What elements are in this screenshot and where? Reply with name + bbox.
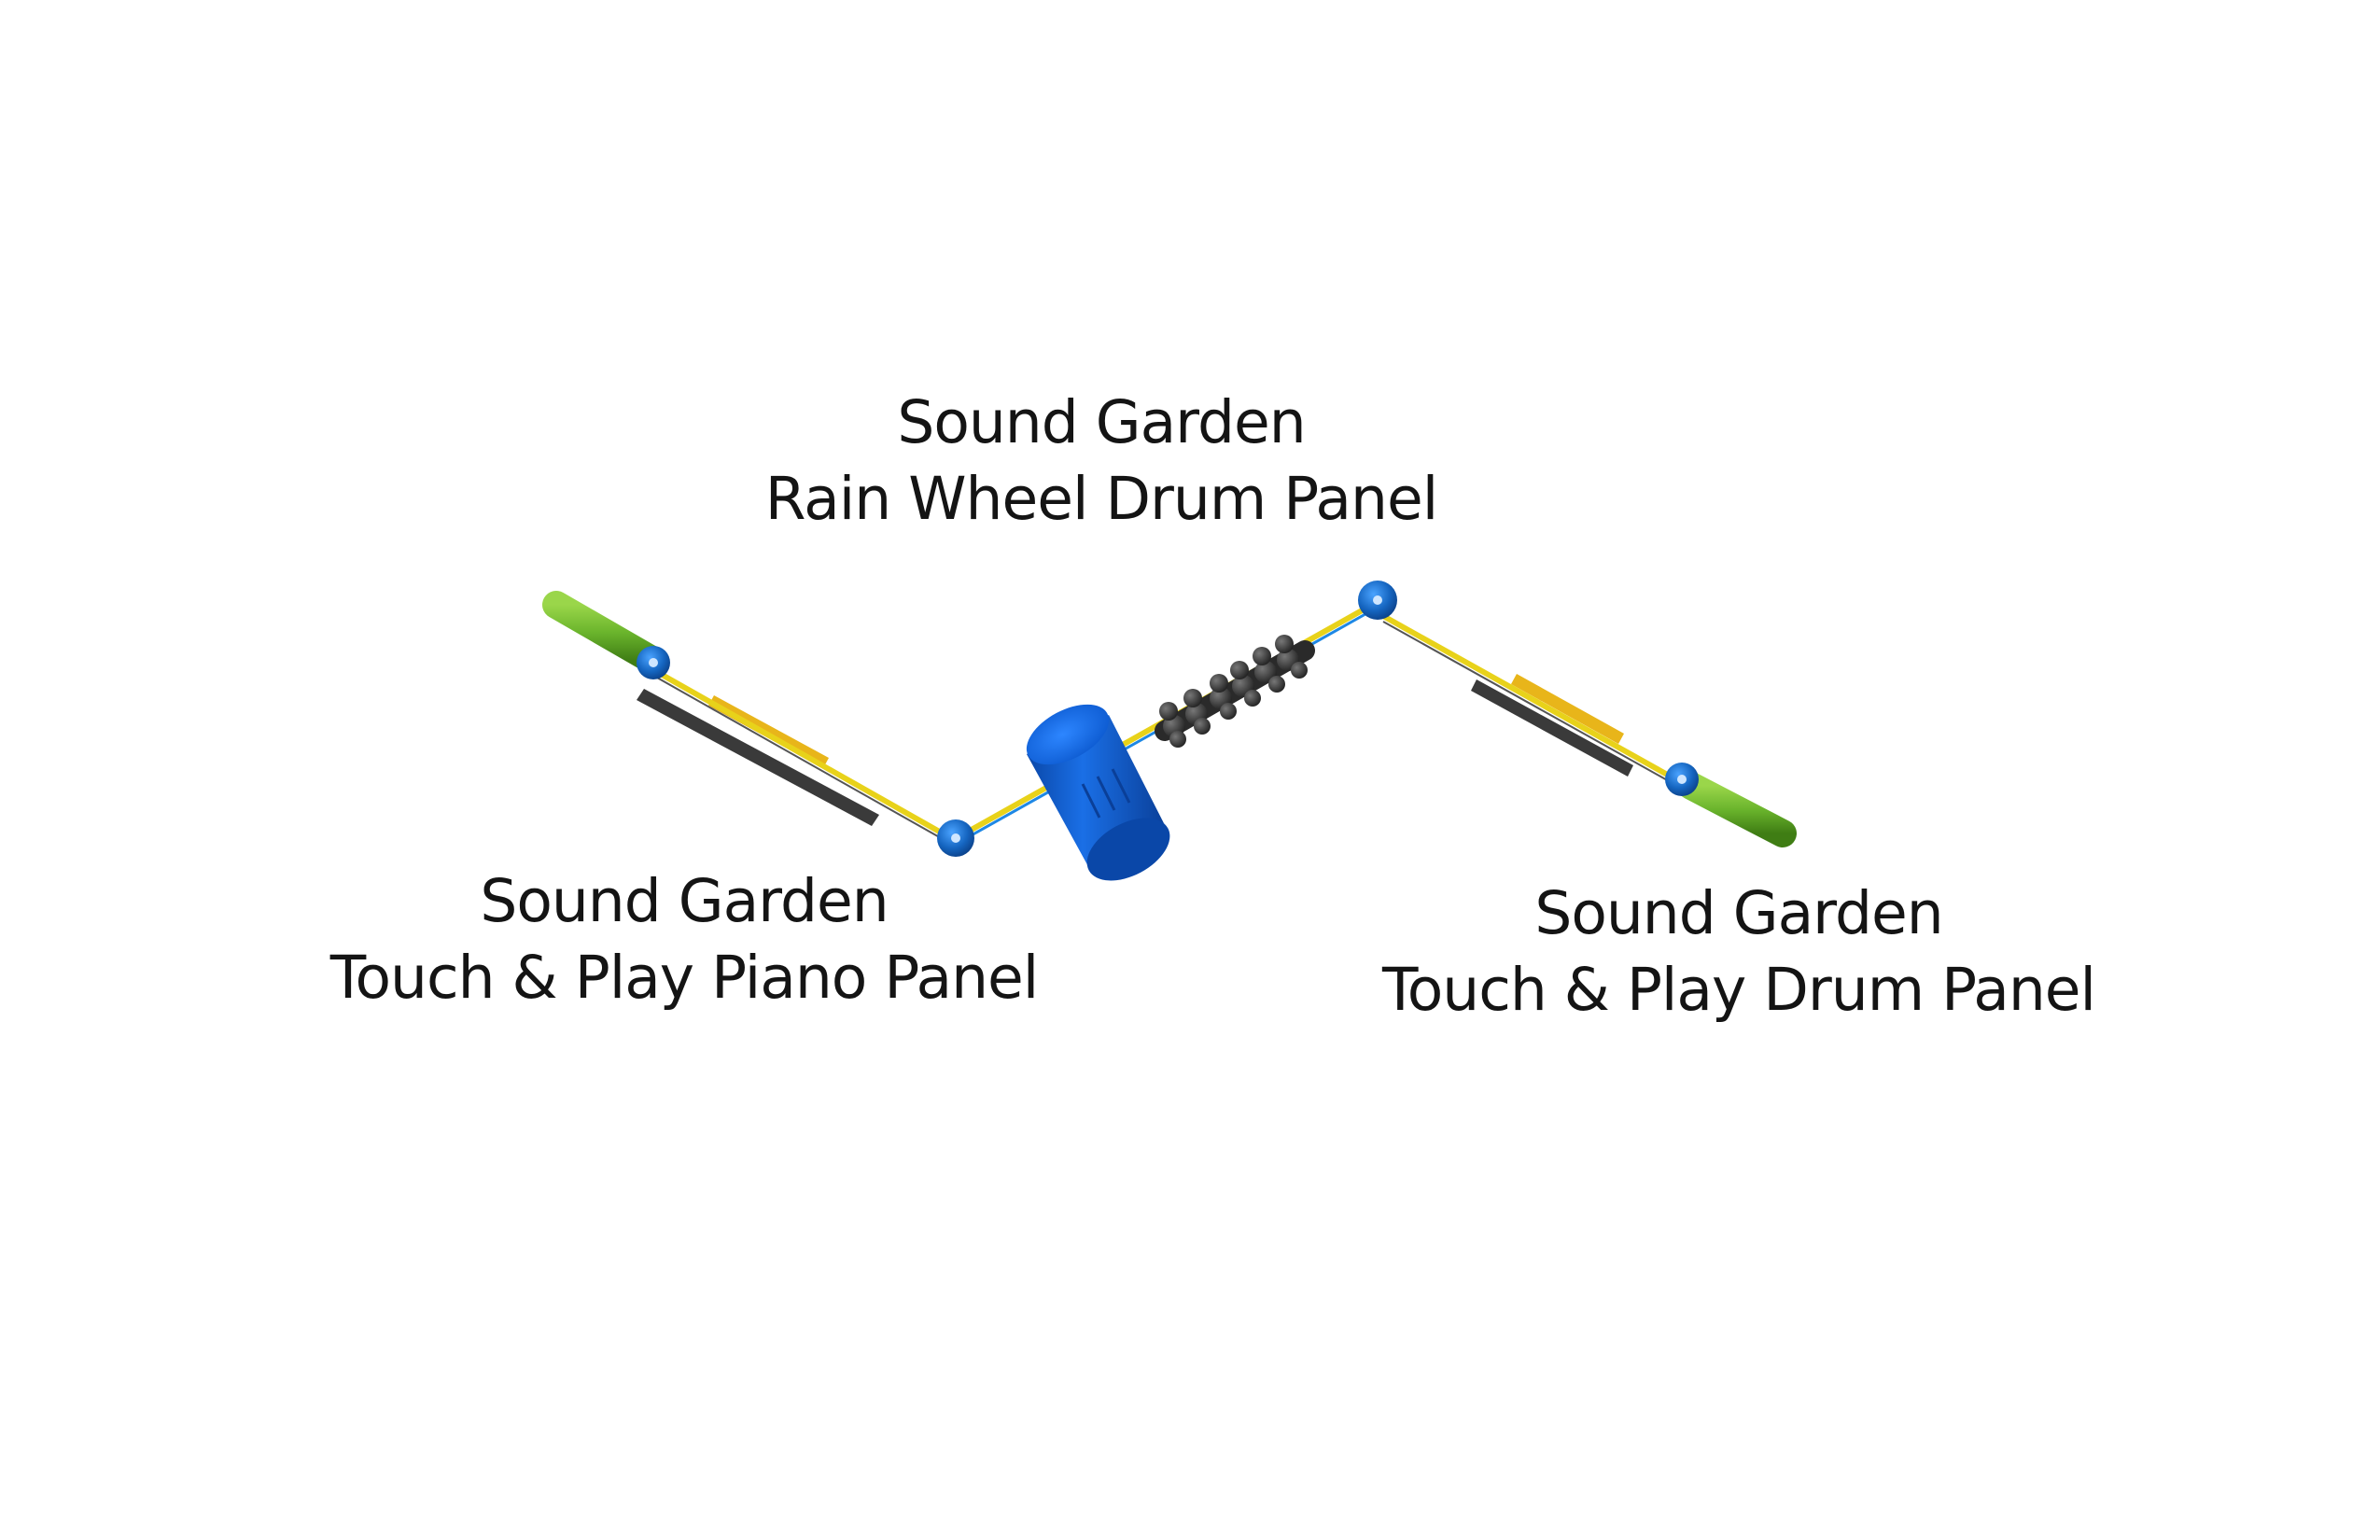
blue-post-icon <box>637 646 670 679</box>
label-line-1: Sound Garden <box>480 867 889 935</box>
drum-panel-face <box>1511 674 1624 744</box>
piano-panel-rail <box>655 669 945 836</box>
drum-panel-assembly <box>1381 613 1797 847</box>
rain-wheel-panel-assembly <box>959 602 1374 843</box>
green-tube-icon <box>542 591 667 675</box>
green-tube-icon <box>1677 772 1797 847</box>
label-line-2: Touch & Play Drum Panel <box>1381 956 2096 1024</box>
piano-panel-base <box>637 689 879 826</box>
touch-play-piano-panel-label: Sound Garden Touch & Play Piano Panel <box>329 863 1040 1016</box>
blue-post-icon <box>1358 581 1397 620</box>
blue-post-icon <box>937 819 974 857</box>
label-line-2: Touch & Play Piano Panel <box>329 944 1040 1012</box>
drum-panel-base <box>1471 679 1633 777</box>
label-line-1: Sound Garden <box>897 388 1306 456</box>
piano-panel-assembly <box>542 591 945 840</box>
drum-panel-rail <box>1381 613 1673 779</box>
blue-drum-icon <box>1026 704 1170 881</box>
blue-post-icon <box>1665 763 1699 796</box>
label-line-1: Sound Garden <box>1534 879 1943 947</box>
piano-panel-edge <box>656 677 944 840</box>
rain-wheel-icon <box>1155 635 1315 748</box>
touch-play-drum-panel-label: Sound Garden Touch & Play Drum Panel <box>1381 875 2096 1029</box>
drum-panel-rail-edge <box>1382 621 1672 783</box>
label-line-2: Rain Wheel Drum Panel <box>764 465 1438 533</box>
rain-wheel-drum-panel-label: Sound Garden Rain Wheel Drum Panel <box>764 385 1438 538</box>
